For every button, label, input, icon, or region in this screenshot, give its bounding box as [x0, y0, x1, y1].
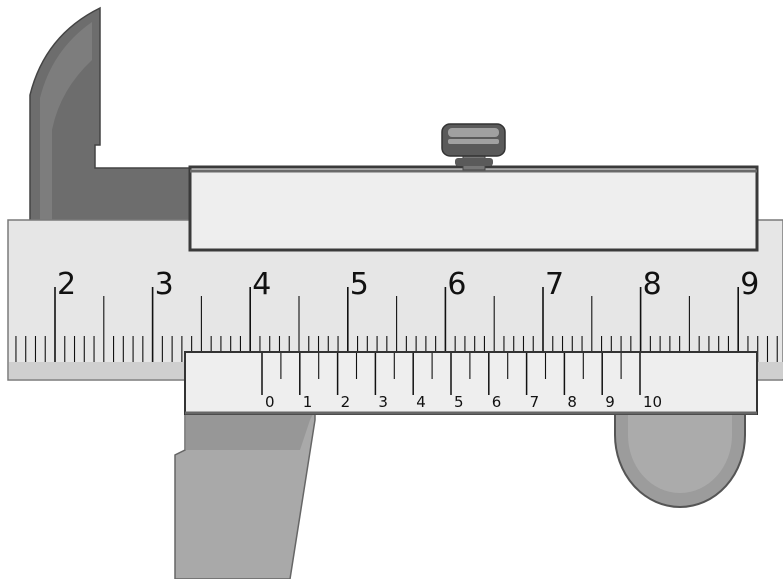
vernier-scale-label: 7 [530, 393, 540, 411]
main-scale-label: 4 [252, 267, 271, 302]
main-scale-label: 7 [545, 267, 564, 302]
main-scale-label: 9 [740, 267, 759, 302]
vernier-scale-label: 0 [265, 393, 275, 411]
thumb-wheel-inner [628, 405, 732, 493]
main-scale: 2 3 4 5 6 7 8 9 [15, 267, 778, 362]
vernier-scale-label: 3 [378, 393, 388, 411]
fixed-upper-jaw [29, 6, 191, 241]
slider-upper-frame [188, 165, 759, 252]
vernier-scale-label: 8 [567, 393, 577, 411]
vernier-scale-label: 4 [416, 393, 426, 411]
main-scale-label: 6 [447, 267, 466, 302]
moving-lower-jaw-shade [185, 410, 315, 450]
locking-screw [441, 123, 506, 171]
main-scale-label: 8 [643, 267, 662, 302]
screw-head-highlight [448, 128, 499, 137]
screw-base-collar [455, 158, 493, 166]
vernier-scale: 0 1 2 3 4 5 6 7 8 9 10 [261, 353, 662, 411]
vernier-slider [184, 351, 758, 415]
vernier-scale-label: 5 [454, 393, 464, 411]
vernier-scale-label: 1 [303, 393, 313, 411]
vernier-scale-label: 9 [605, 393, 615, 411]
vernier-scale-label: 10 [643, 393, 662, 411]
main-scale-label: 5 [350, 267, 369, 302]
main-scale-label: 3 [155, 267, 174, 302]
main-scale-label: 2 [57, 267, 76, 302]
fixed-jaw-highlight [40, 22, 92, 230]
screw-head-shine [448, 139, 499, 144]
vernier-scale-label: 6 [492, 393, 502, 411]
vernier-scale-label: 2 [341, 393, 351, 411]
